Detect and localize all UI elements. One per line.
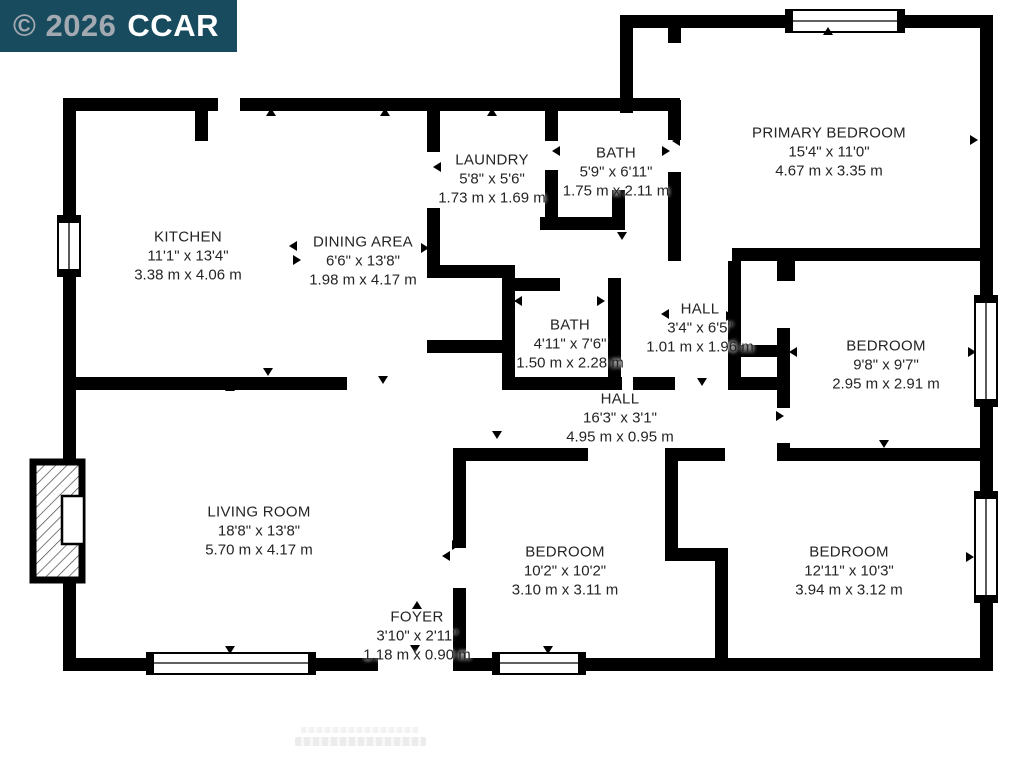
marker-arrow-icon: [225, 383, 235, 391]
marker-arrow-icon: [543, 451, 553, 459]
window-right-upper-icon: [974, 295, 998, 407]
marker-arrow-icon: [879, 440, 889, 448]
marker-arrow-icon: [410, 645, 420, 653]
marker-arrow-icon: [452, 540, 460, 550]
marker-arrow-icon: [378, 376, 388, 384]
marker-arrow-icon: [487, 108, 497, 116]
marker-arrow-icon: [672, 136, 680, 146]
window-bedroom-bottom-icon: [492, 652, 586, 675]
marker-arrow-icon: [552, 146, 560, 156]
marker-arrow-icon: [412, 601, 422, 609]
marker-arrow-icon: [697, 378, 707, 386]
room-label-primary-bedroom: PRIMARY BEDROOM 15'4" x 11'0" 4.67 m x 3…: [752, 124, 906, 180]
room-label-dining-area: DINING AREA 6'6" x 13'8" 1.98 m x 4.17 m: [309, 233, 417, 289]
marker-arrow-icon: [263, 368, 273, 376]
window-right-lower-icon: [974, 491, 998, 603]
marker-arrow-icon: [289, 241, 297, 251]
marker-arrow-icon: [225, 646, 235, 654]
marker-arrow-icon: [421, 243, 429, 253]
marker-arrow-icon: [661, 309, 669, 319]
room-label-laundry: LAUNDRY 5'8" x 5'6" 1.73 m x 1.69 m: [438, 151, 546, 207]
room-label-hall-small: HALL 3'4" x 6'5" 1.01 m x 1.96 m: [646, 300, 754, 356]
room-label-bedroom-right: BEDROOM 9'8" x 9'7" 2.95 m x 2.91 m: [832, 337, 940, 393]
marker-arrow-icon: [293, 255, 301, 265]
faint-footer-watermark: [295, 737, 426, 746]
door-direction-arrows: [225, 27, 978, 654]
room-label-bedroom-bottom-right: BEDROOM 12'11" x 10'3" 3.94 m x 3.12 m: [795, 543, 903, 599]
walls: [63, 15, 993, 671]
marker-arrow-icon: [823, 27, 833, 35]
marker-arrow-icon: [597, 296, 605, 306]
marker-arrow-icon: [968, 347, 976, 357]
fireplace-chimney-symbol: [29, 458, 86, 584]
watermark-org: CCAR: [127, 8, 219, 43]
marker-arrow-icon: [617, 232, 627, 240]
marker-arrow-icon: [492, 431, 502, 439]
room-label-bath-middle: BATH 4'11" x 7'6" 1.50 m x 2.28 m: [516, 316, 624, 372]
marker-arrow-icon: [825, 451, 835, 459]
window-living-bottom-icon: [146, 652, 316, 675]
room-label-bath-top: BATH 5'9" x 6'11" 1.75 m x 2.11 m: [562, 144, 670, 200]
room-label-bedroom-bottom-middle: BEDROOM 10'2" x 10'2" 3.10 m x 3.11 m: [511, 543, 619, 599]
marker-arrow-icon: [380, 108, 390, 116]
marker-arrow-icon: [514, 296, 522, 306]
marker-arrow-icon: [555, 378, 565, 386]
room-label-living-room: LIVING ROOM 18'8" x 13'8" 5.70 m x 4.17 …: [205, 503, 313, 559]
window-kitchen-left-icon: [57, 215, 81, 277]
room-label-hall-long: HALL 16'3" x 3'1" 4.95 m x 0.95 m: [566, 390, 674, 446]
window-symbols: [57, 9, 998, 675]
marker-arrow-icon: [966, 552, 974, 562]
watermark-copyright: © 2026: [13, 8, 117, 43]
marker-arrow-icon: [442, 551, 450, 561]
marker-arrow-icon: [266, 108, 276, 116]
marker-arrow-icon: [433, 162, 441, 172]
marker-arrow-icon: [662, 146, 670, 156]
marker-arrow-icon: [543, 646, 553, 654]
room-label-kitchen: KITCHEN 11'1" x 13'4" 3.38 m x 4.06 m: [134, 228, 242, 284]
marker-arrow-icon: [789, 347, 797, 357]
marker-arrow-icon: [970, 135, 978, 145]
marker-arrow-icon: [726, 311, 734, 321]
window-primary-top-icon: [785, 9, 905, 33]
marker-arrow-icon: [776, 411, 784, 421]
ccar-watermark-badge: © 2026 CCAR: [0, 0, 237, 52]
room-label-foyer: FOYER 3'10" x 2'11" 1.18 m x 0.90 m: [363, 608, 471, 664]
faint-footer-watermark: [301, 727, 419, 733]
